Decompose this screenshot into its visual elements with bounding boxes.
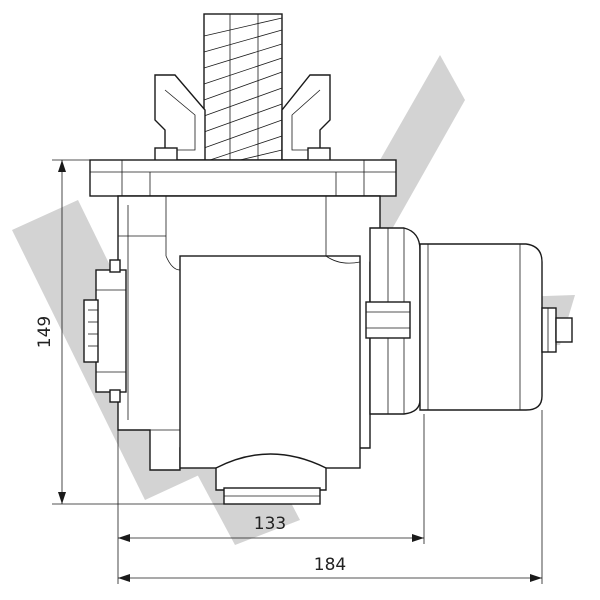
motor-connector <box>541 307 573 353</box>
mounting-flange <box>89 159 397 197</box>
dimension-width-total: 184 <box>118 555 542 582</box>
dimension-width-short-label: 133 <box>254 514 286 534</box>
motor-adapter <box>365 227 421 415</box>
side-sprocket <box>83 259 127 403</box>
electric-motor <box>419 243 543 411</box>
bearing-left <box>154 74 206 163</box>
bearing-right <box>281 74 331 163</box>
dimension-height-label: 149 <box>35 316 55 348</box>
extension-lines <box>52 159 543 584</box>
gearbox-housing <box>117 195 381 471</box>
output-hub <box>215 453 327 505</box>
dimension-height: 149 <box>35 160 66 504</box>
dimension-width-short: 133 <box>118 514 424 542</box>
dimension-width-total-label: 184 <box>314 555 346 575</box>
helical-gear <box>203 13 283 161</box>
